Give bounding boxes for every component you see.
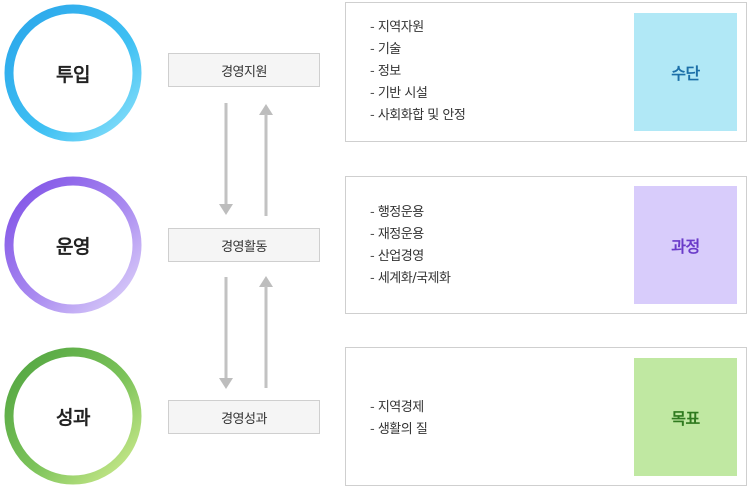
list-item: 기술 <box>370 39 465 61</box>
stage-circle-label: 성과 <box>56 406 90 429</box>
ring-icon <box>4 176 142 314</box>
stage-box-support: 경영지원 <box>168 53 320 87</box>
ring-icon <box>4 347 142 485</box>
stage-circle-label: 투입 <box>56 63 90 86</box>
list-item: 행정운용 <box>370 202 450 224</box>
list-item: 재정운용 <box>370 224 450 246</box>
stage-item-list: 지역자원 기술 정보 기반 시설 사회화합 및 안정 <box>370 17 466 127</box>
stage-circle-label: 운영 <box>56 235 90 258</box>
stage-item-list: 행정운용 재정운용 산업경영 세계화/국제화 <box>370 202 451 290</box>
stage-tag-means: 수단 <box>634 13 737 131</box>
list-item: 사회화합 및 안정 <box>370 105 466 127</box>
stage-circle-input: 투입 <box>2 2 144 144</box>
list-item: 지역경제 <box>370 397 427 419</box>
stage-tag-goal: 목표 <box>634 358 737 476</box>
stage-circle-operation: 운영 <box>2 174 144 316</box>
arrow-up-icon <box>259 104 273 216</box>
arrow-down-icon <box>219 277 233 389</box>
list-item: 지역자원 <box>370 17 465 39</box>
stage-box-result: 경영성과 <box>168 400 320 434</box>
stage-tag-process: 과정 <box>634 186 737 304</box>
list-item: 세계화/국제화 <box>370 268 451 290</box>
stage-circle-result: 성과 <box>2 345 144 487</box>
ring-icon <box>4 4 142 142</box>
stage-panel-input: 지역자원 기술 정보 기반 시설 사회화합 및 안정 수단 <box>345 2 747 142</box>
stage-panel-result: 지역경제 생활의 질 목표 <box>345 347 747 486</box>
list-item: 기반 시설 <box>370 83 465 105</box>
stage-box-activity: 경영활동 <box>168 228 320 262</box>
list-item: 생활의 질 <box>370 419 428 441</box>
arrow-up-icon <box>259 276 273 388</box>
stage-item-list: 지역경제 생활의 질 <box>370 397 428 441</box>
arrow-down-icon <box>219 103 233 215</box>
list-item: 정보 <box>370 61 465 83</box>
stage-panel-operation: 행정운용 재정운용 산업경영 세계화/국제화 과정 <box>345 176 747 314</box>
list-item: 산업경영 <box>370 246 450 268</box>
